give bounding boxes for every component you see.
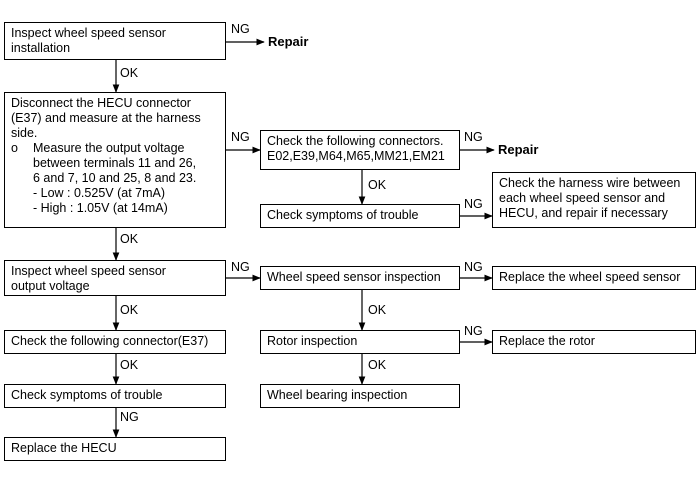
box-replace-rotor: Replace the rotor	[492, 330, 696, 354]
repair-label-top: Repair	[268, 34, 309, 49]
text: Wheel speed sensor inspection	[267, 270, 441, 284]
box-sensor-inspection: Wheel speed sensor inspection	[260, 266, 460, 290]
text: each wheel speed sensor and	[499, 191, 666, 205]
box-replace-hecu: Replace the HECU	[4, 437, 226, 461]
text: Check symptoms of trouble	[267, 208, 419, 222]
ng-label-inspect-output: NG	[231, 260, 250, 274]
ok-label-disconnect: OK	[120, 232, 139, 246]
text: Check the following connectors.	[267, 134, 444, 148]
text: 6 and 7, 10 and 25, 8 and 23.	[33, 171, 197, 185]
text: Check the harness wire between	[499, 176, 681, 190]
box-check-symptoms-mid: Check symptoms of trouble	[260, 204, 460, 228]
ok-label-connectors: OK	[368, 178, 387, 192]
box-replace-sensor: Replace the wheel speed sensor	[492, 266, 696, 290]
box-check-connectors: Check the following connectors. E02,E39,…	[260, 130, 460, 170]
text: (E37) and measure at the harness	[11, 111, 201, 125]
repair-label-connectors: Repair	[498, 142, 539, 157]
bullet-marker: o	[11, 141, 18, 155]
ok-label-inspect-output: OK	[120, 303, 139, 317]
ok-label-e37: OK	[120, 358, 139, 372]
text: E02,E39,M64,M65,MM21,EM21	[267, 149, 445, 163]
ng-label-symptoms-mid: NG	[464, 197, 483, 211]
text: Rotor inspection	[267, 334, 358, 348]
box-inspect-installation: Inspect wheel speed sensor installation	[4, 22, 226, 60]
box-inspect-output-voltage: Inspect wheel speed sensor output voltag…	[4, 260, 226, 296]
text: Replace the HECU	[11, 441, 117, 455]
ng-label-sensor: NG	[464, 260, 483, 274]
text: - High : 1.05V (at 14mA)	[33, 201, 168, 215]
text: Disconnect the HECU connector	[11, 96, 191, 110]
text: Inspect wheel speed sensor	[11, 264, 166, 278]
ng-label-installation: NG	[231, 22, 250, 36]
ng-label-connectors: NG	[464, 130, 483, 144]
ng-label-symptoms-left: NG	[120, 410, 139, 424]
text: Replace the rotor	[499, 334, 595, 348]
text: Check the following connector(E37)	[11, 334, 209, 348]
text: Replace the wheel speed sensor	[499, 270, 681, 284]
ng-label-rotor: NG	[464, 324, 483, 338]
ok-label-sensor: OK	[368, 303, 387, 317]
text: side.	[11, 126, 38, 140]
text: - Low : 0.525V (at 7mA)	[33, 186, 166, 200]
box-check-connector-e37: Check the following connector(E37)	[4, 330, 226, 354]
ok-label-rotor: OK	[368, 358, 387, 372]
box-check-harness: Check the harness wire between each whee…	[492, 172, 696, 228]
box-check-symptoms-left: Check symptoms of trouble	[4, 384, 226, 408]
box-rotor-inspection: Rotor inspection	[260, 330, 460, 354]
text: Inspect wheel speed sensor	[11, 26, 166, 40]
box-disconnect-measure: Disconnect the HECU connector (E37) and …	[4, 92, 226, 228]
text: HECU, and repair if necessary	[499, 206, 668, 220]
box-bearing-inspection: Wheel bearing inspection	[260, 384, 460, 408]
ng-label-disconnect: NG	[231, 130, 250, 144]
text: installation	[11, 41, 71, 55]
text: Wheel bearing inspection	[267, 388, 408, 402]
text: output voltage	[11, 279, 90, 293]
text: Check symptoms of trouble	[11, 388, 163, 402]
ok-label-installation: OK	[120, 66, 139, 80]
text: Measure the output voltage	[33, 141, 185, 155]
text: between terminals 11 and 26,	[33, 156, 197, 170]
